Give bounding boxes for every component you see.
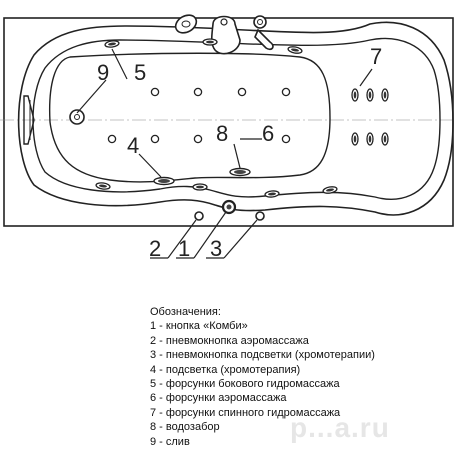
tub-basin <box>48 52 331 183</box>
callout-9: 9 <box>97 60 109 85</box>
callout-3: 3 <box>210 236 222 261</box>
legend-item: 3 - пневмокнопка подсветки (хромотерапии… <box>150 349 375 362</box>
mixer-fittings <box>174 14 274 55</box>
aero-jet-icon <box>281 134 291 144</box>
spine-jet-icon <box>381 132 389 146</box>
aero-jet-icon <box>281 87 291 97</box>
side-jet-icon <box>95 182 111 190</box>
spine-jets <box>351 88 389 146</box>
aero-jet-icon <box>193 87 203 97</box>
aero-jets <box>107 87 291 144</box>
light-button-icon <box>255 211 265 221</box>
legend-item: 8 - водозабор <box>150 421 220 434</box>
legend-item: 1 - кнопка «Комби» <box>150 320 248 333</box>
bathtub-scheme: 9 5 7 4 8 6 2 1 3 <box>0 14 457 261</box>
combi-button-inner <box>226 204 232 210</box>
callout-4: 4 <box>127 133 139 158</box>
aero-button-icon <box>194 211 204 221</box>
leader-lines <box>76 48 373 259</box>
aero-jet-icon <box>150 134 160 144</box>
light-icon <box>153 176 175 186</box>
drain-icon <box>69 109 85 125</box>
spine-jet-icon <box>366 132 374 146</box>
tub-inner-rim <box>32 37 441 200</box>
legend-item: 2 - пневмокнопка аэромассажа <box>150 334 309 347</box>
side-jet-icon <box>104 40 120 48</box>
spine-jet-icon <box>351 132 359 146</box>
aero-jet-icon <box>193 134 203 144</box>
tub-left-edge <box>23 95 35 145</box>
callout-6: 6 <box>262 121 274 146</box>
callout-8: 8 <box>216 121 228 146</box>
legend-title: Обозначения: <box>150 306 221 318</box>
spine-jet-icon <box>351 88 359 102</box>
legend-item: 5 - форсунки бокового гидромассажа <box>150 378 340 391</box>
legend-item: 4 - подсветка (хромотерапия) <box>150 363 301 376</box>
aero-jet-icon <box>237 87 247 97</box>
legend-item: 7 - форсунки спинного гидромассажа <box>150 406 341 419</box>
side-jet-icon <box>192 183 208 191</box>
bottom-buttons <box>194 199 265 221</box>
legend: Обозначения: 1 - кнопка «Комби» 2 - пнев… <box>150 305 450 449</box>
callout-5: 5 <box>134 60 146 85</box>
side-jet-icon <box>202 38 218 46</box>
side-jet-icon <box>322 186 338 194</box>
side-jet-icon <box>264 190 280 198</box>
tub-outer-rim <box>17 21 454 216</box>
legend-item: 9 - слив <box>150 435 190 448</box>
side-jet-icon <box>287 46 303 54</box>
callout-2: 2 <box>149 236 161 261</box>
water-intake-icon <box>229 167 251 177</box>
aero-jet-icon <box>150 87 160 97</box>
aero-jet-icon <box>107 134 117 144</box>
side-hydro-jets <box>95 38 338 198</box>
callout-7: 7 <box>370 44 382 69</box>
spine-jet-icon <box>366 88 374 102</box>
legend-item: 6 - форсунки аэромассажа <box>150 392 287 405</box>
callout-1: 1 <box>178 236 190 261</box>
spine-jet-icon <box>381 88 389 102</box>
